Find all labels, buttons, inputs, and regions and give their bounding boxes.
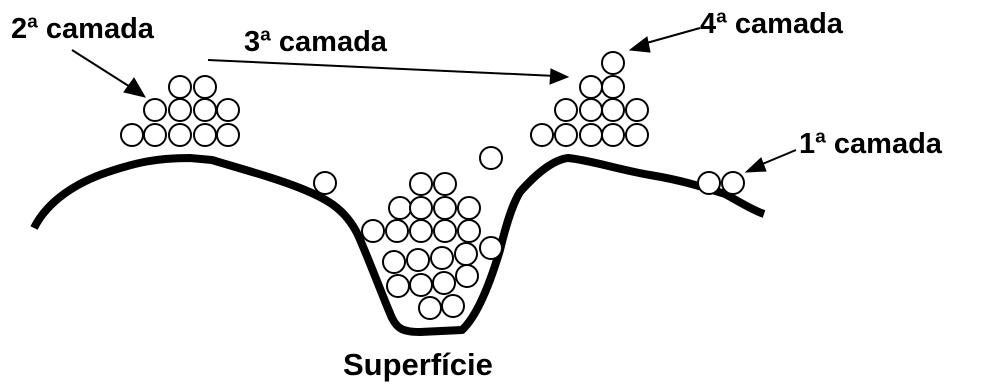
molecule-circle [383, 251, 405, 273]
molecule-circle [121, 124, 143, 146]
molecule-circle [314, 172, 336, 194]
molecule-circle [410, 197, 432, 219]
arrow-head-layer1 [746, 158, 766, 172]
molecules [121, 52, 744, 319]
arrow-head-layer2 [124, 78, 145, 97]
molecule-circle [194, 99, 216, 121]
molecule-circle [455, 243, 477, 265]
molecule-circle [410, 220, 432, 242]
molecule-circle [602, 124, 624, 146]
molecule-circle [217, 124, 239, 146]
molecule-circle [434, 197, 456, 219]
molecule-circle [456, 265, 478, 287]
label-surface: Superfície [343, 349, 493, 380]
arrow-head-layer3 [550, 69, 568, 84]
molecule-circle [442, 295, 464, 317]
arrow-layer3 [208, 60, 556, 76]
molecule-circle [458, 197, 480, 219]
molecule-circle [419, 297, 441, 319]
molecule-circle [580, 124, 602, 146]
molecule-circle [169, 124, 191, 146]
molecule-circle [602, 76, 624, 98]
molecule-circle [580, 99, 602, 121]
molecule-circle [626, 124, 648, 146]
arrow-layer2 [72, 50, 135, 90]
surface-line [34, 158, 764, 332]
molecule-circle [169, 99, 191, 121]
molecule-circle [555, 124, 577, 146]
label-layer2: 2ª camada [11, 15, 154, 44]
label-layer1: 1ª camada [799, 130, 942, 159]
molecule-circle [722, 172, 744, 194]
molecule-circle [480, 147, 502, 169]
molecule-circle [144, 99, 166, 121]
right-pile [531, 52, 648, 146]
molecule-circle [362, 220, 384, 242]
molecule-circle [387, 275, 409, 297]
arrow-layer4 [643, 28, 700, 44]
molecule-circle [407, 249, 429, 271]
molecule-circle [458, 220, 480, 242]
molecule-circle [194, 124, 216, 146]
molecule-circle [217, 99, 239, 121]
molecule-circle [389, 197, 411, 219]
label-layer3: 3ª camada [244, 28, 387, 57]
arrow-layer1 [760, 150, 796, 165]
molecule-circle [531, 124, 553, 146]
molecule-circle [698, 172, 720, 194]
molecule-circle [433, 272, 455, 294]
molecule-circle [555, 99, 577, 121]
molecule-circle [626, 99, 648, 121]
molecule-circle [480, 237, 502, 259]
molecule-circle [580, 76, 602, 98]
molecule-circle [169, 76, 191, 98]
label-layer4: 4ª camada [700, 10, 843, 39]
molecule-circle [434, 173, 456, 195]
molecule-circle [144, 124, 166, 146]
molecule-circle [602, 99, 624, 121]
molecule-circle [410, 274, 432, 296]
molecule-circle [386, 220, 408, 242]
molecule-circle [410, 173, 432, 195]
molecule-circle [434, 220, 456, 242]
arrow-head-layer4 [630, 37, 650, 52]
molecule-circle [194, 76, 216, 98]
molecule-circle [602, 52, 624, 74]
molecule-circle [431, 247, 453, 269]
